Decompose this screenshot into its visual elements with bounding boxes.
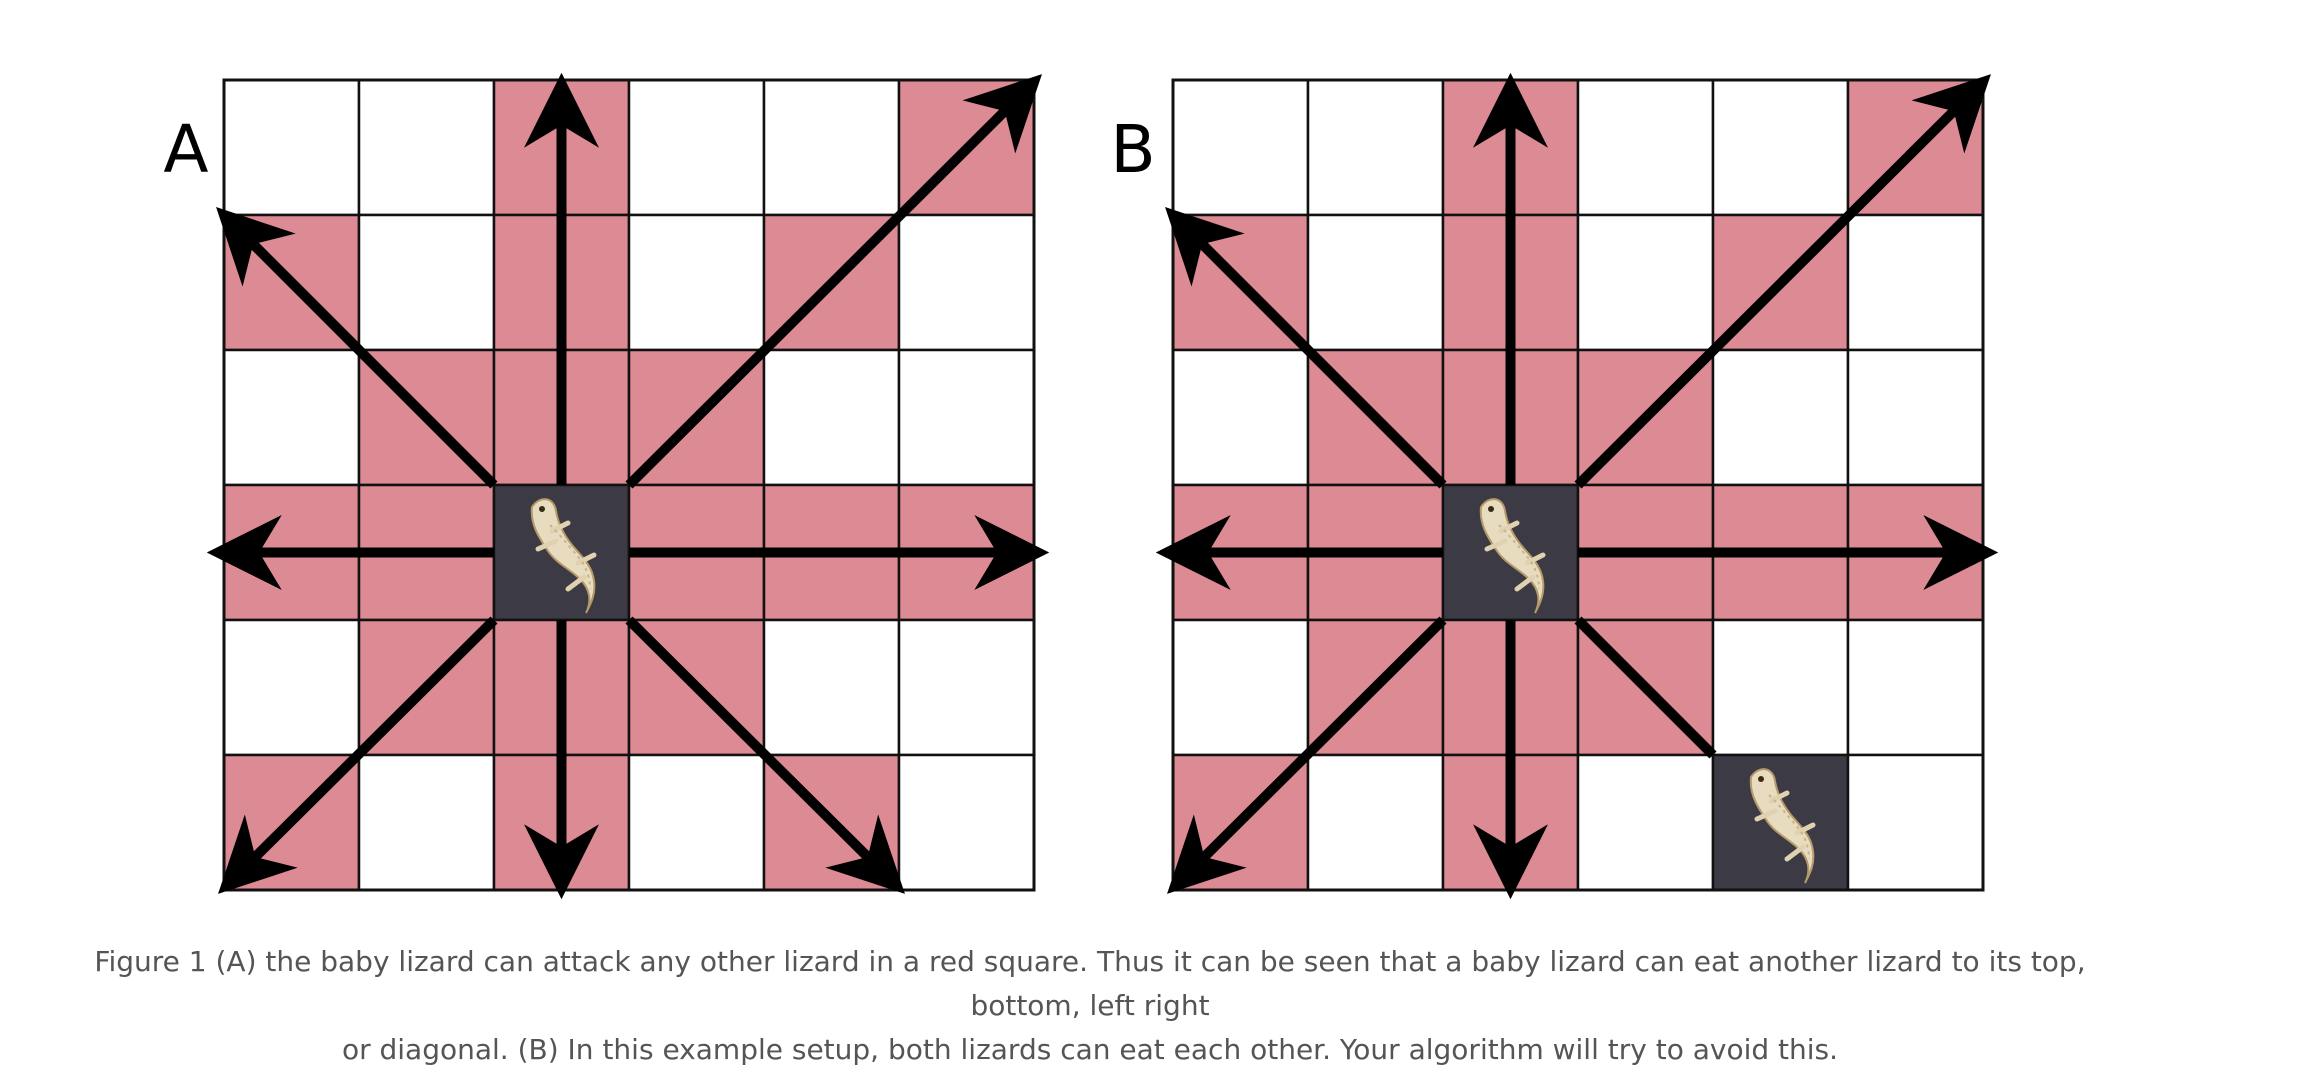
arrow-up-right (1574, 74, 1991, 489)
grid-cell (627, 213, 766, 352)
grid-cell (1711, 618, 1850, 757)
grid-cell (1711, 78, 1850, 217)
panel-label: B (1110, 111, 1155, 188)
grid-cell (1576, 753, 1715, 892)
arrow-down-right (625, 616, 905, 894)
grid-cell (1171, 78, 1310, 217)
grid-cell (1846, 753, 1985, 892)
grid-cell (1576, 213, 1715, 352)
panel-label: A (163, 111, 208, 188)
grid-cell (1171, 618, 1310, 757)
grid-cell (762, 78, 901, 217)
grid-cell (762, 618, 901, 757)
grid-cell (762, 348, 901, 487)
board-panel-a: A (163, 72, 1050, 900)
grid-cell (357, 753, 496, 892)
grid-cell (897, 618, 1036, 757)
arrow-down-right-to-lizard (1574, 616, 1717, 759)
grid-cell (1711, 348, 1850, 487)
grid-cell (627, 753, 766, 892)
grid-cell (897, 753, 1036, 892)
arrow-up-left (216, 207, 498, 489)
grid-cell (357, 78, 496, 217)
grid-cell (1576, 78, 1715, 217)
grid-cell (1306, 78, 1445, 217)
grid-cell (222, 348, 361, 487)
board-panel-b: B (1110, 72, 1999, 900)
arrow-down-left (218, 616, 498, 894)
grid-cell (1306, 213, 1445, 352)
arrow-down-left (1167, 616, 1447, 894)
caption-line-1: Figure 1 (A) the baby lizard can attack … (94, 945, 2086, 1022)
grid-cell (1171, 348, 1310, 487)
grid-cell (222, 618, 361, 757)
grid-cell (897, 348, 1036, 487)
board-border (1171, 78, 1985, 892)
grid-cell (897, 213, 1036, 352)
grid-cell (1846, 618, 1985, 757)
grid-cell (1846, 213, 1985, 352)
grid-cell (1846, 348, 1985, 487)
figure-caption: Figure 1 (A) the baby lizard can attack … (90, 940, 2090, 1072)
board-border (222, 78, 1036, 892)
caption-line-2: or diagonal. (B) In this example setup, … (341, 1033, 1839, 1066)
grid-cell (222, 78, 361, 217)
arrow-up-left (1165, 207, 1447, 489)
grid-cell (357, 213, 496, 352)
arrow-up-right (625, 74, 1042, 489)
grid-cell (1306, 753, 1445, 892)
grid-cell (627, 78, 766, 217)
